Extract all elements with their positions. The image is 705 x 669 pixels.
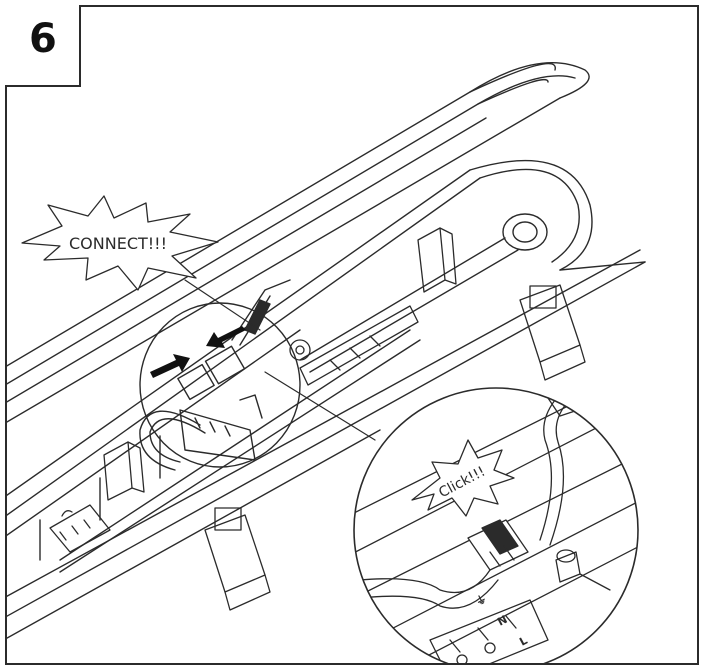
callout-leaders <box>184 279 376 441</box>
driver-channel <box>289 305 419 386</box>
terminal-label-earth: ⏚ <box>473 592 489 609</box>
diffuser-cover <box>7 61 590 423</box>
lamp-holder-blocks <box>103 227 457 501</box>
connector-wiring <box>139 279 291 471</box>
connect-burst <box>21 195 219 291</box>
step-number: 6 <box>29 16 57 62</box>
click-burst <box>411 439 515 517</box>
zoom-circle-detail <box>353 387 639 663</box>
connect-label: CONNECT!!! <box>69 234 167 253</box>
mounting-clip-right <box>519 284 586 381</box>
step-badge: 6 <box>5 5 81 87</box>
terminal-block-left <box>49 504 111 553</box>
connect-arrows <box>150 326 246 378</box>
mounting-clip-left <box>204 507 271 611</box>
panel-border <box>5 5 699 665</box>
cable-gland <box>299 213 548 373</box>
